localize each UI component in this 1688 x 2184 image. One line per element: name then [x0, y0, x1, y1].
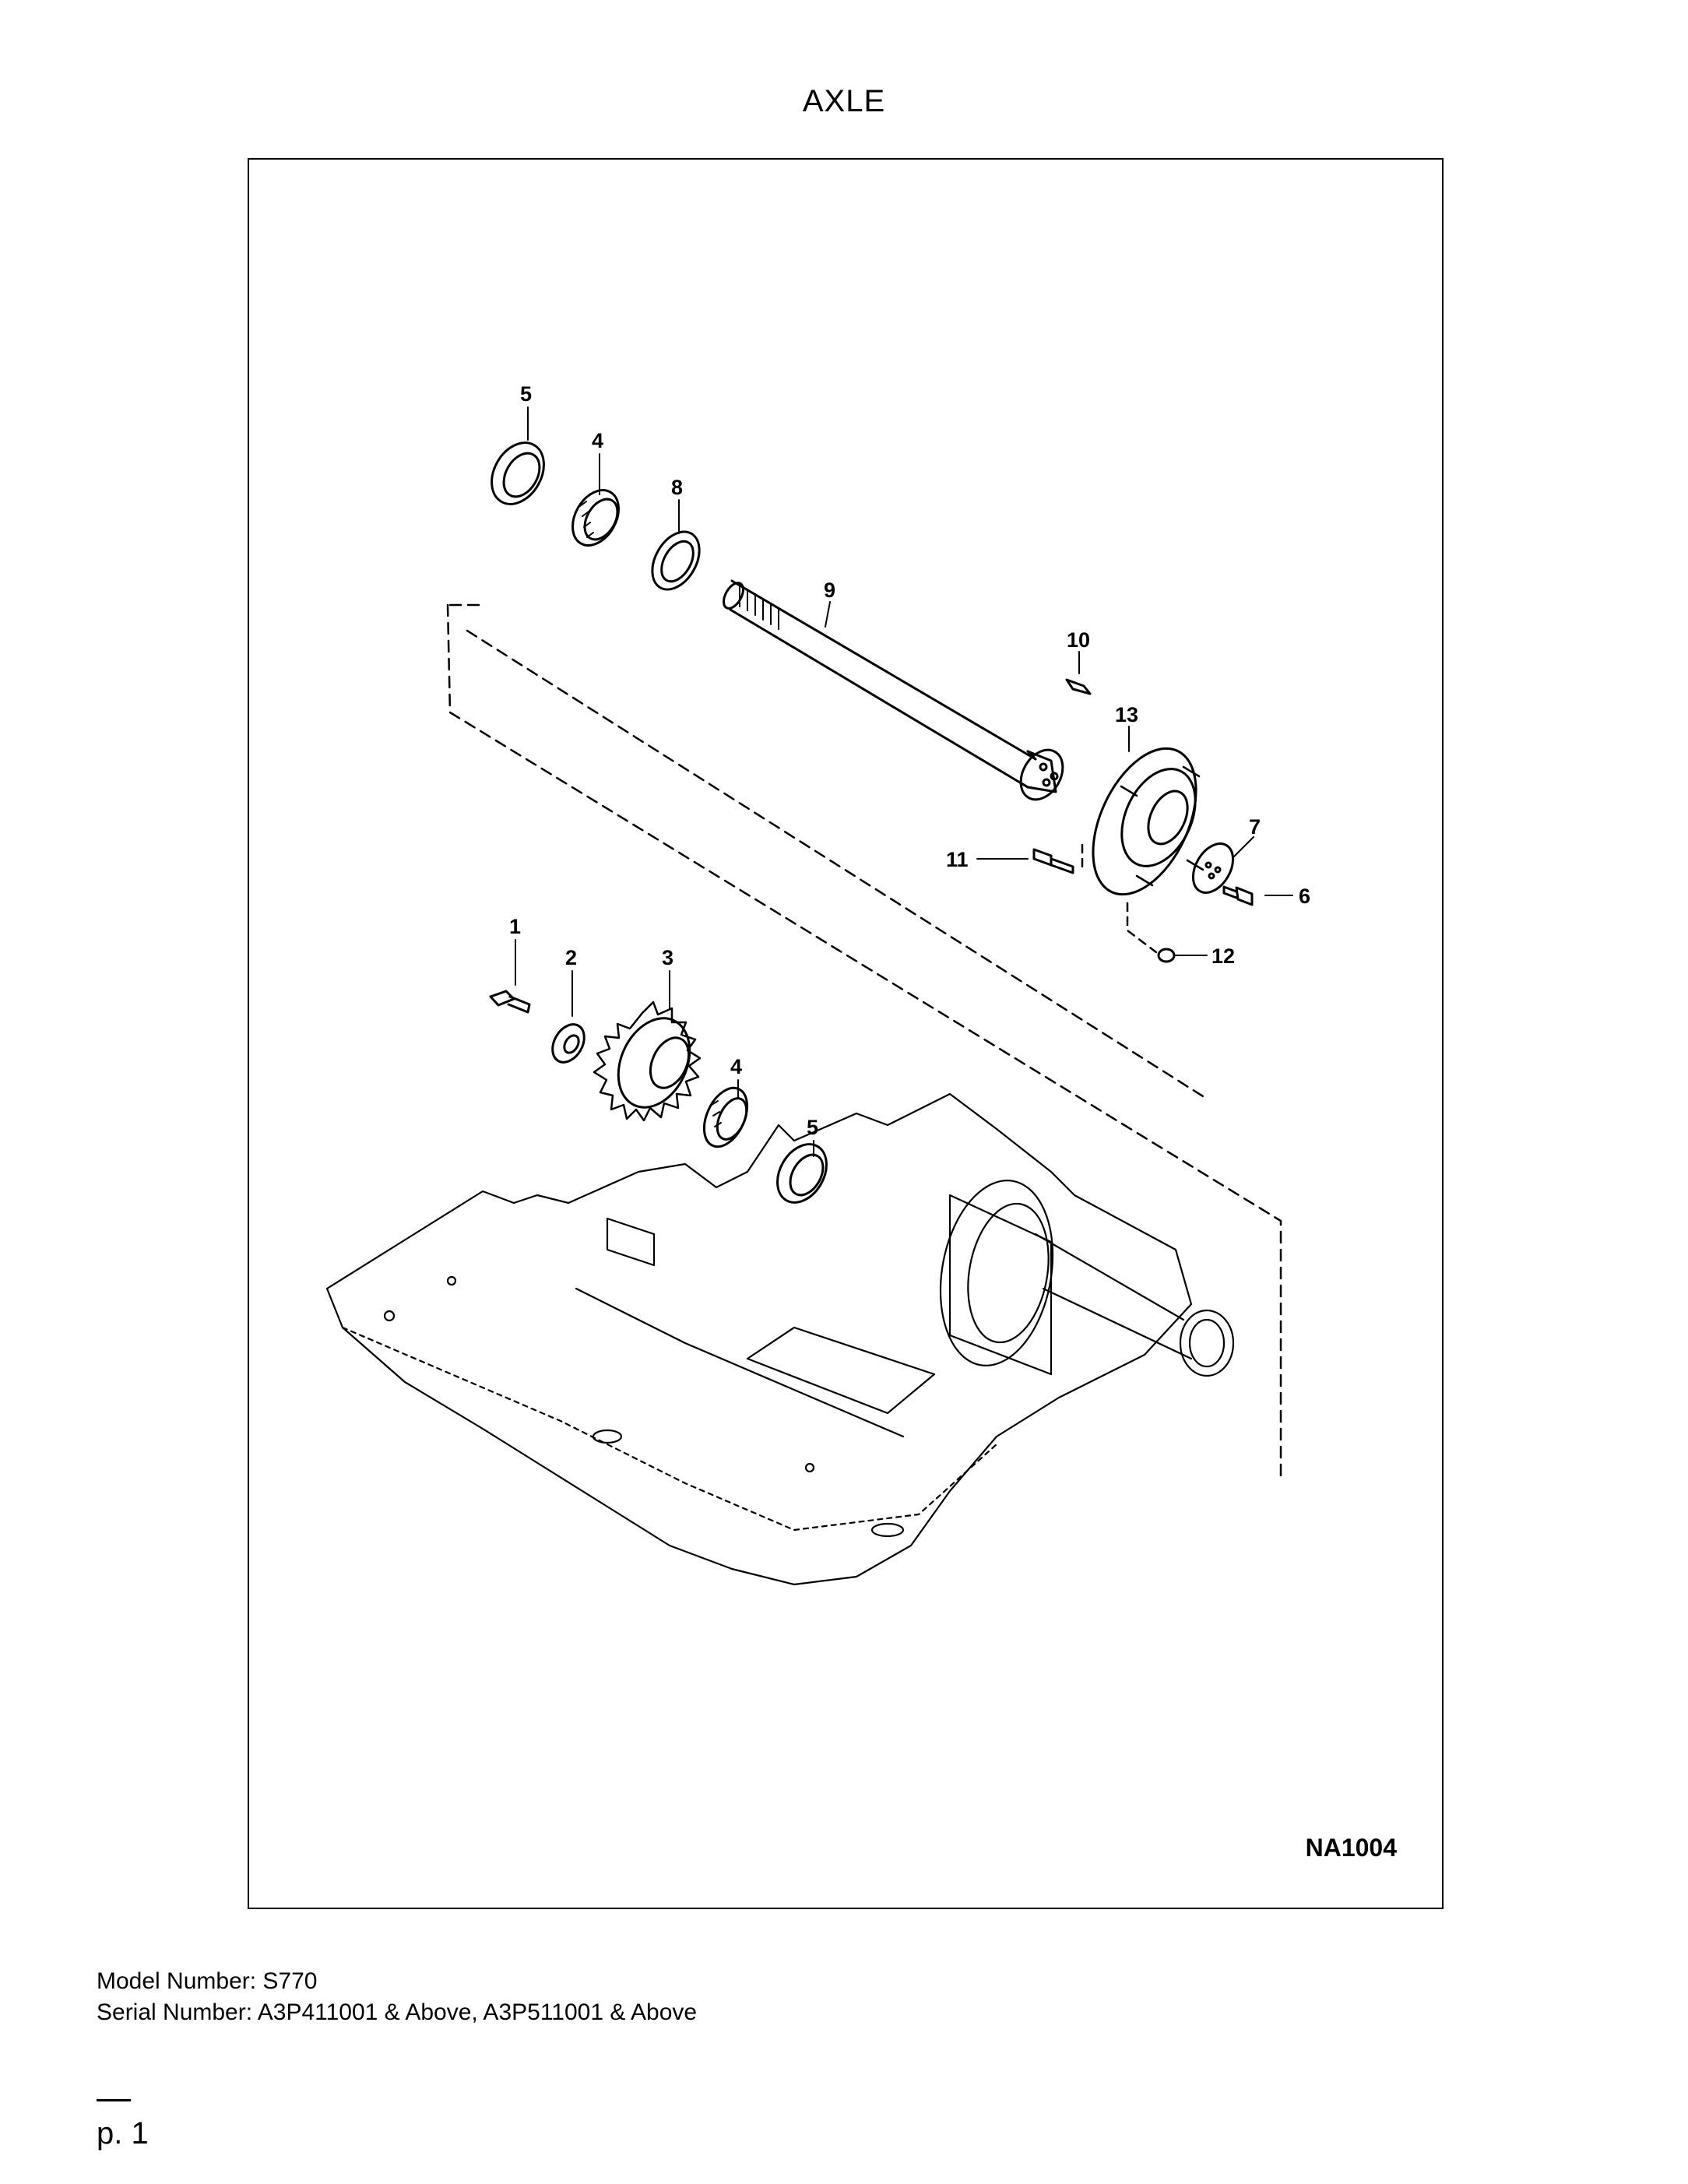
callout-6: 6	[1299, 885, 1310, 908]
nut-leader-dash	[1126, 902, 1158, 954]
figure-id: NA1004	[1305, 1834, 1397, 1862]
seal-upper	[651, 530, 701, 591]
page-title: AXLE	[802, 84, 886, 118]
callout-3: 3	[662, 946, 673, 969]
callout-8: 8	[671, 476, 683, 499]
axle-shaft	[723, 579, 1064, 801]
drive-sprocket	[593, 1001, 702, 1122]
callout-4-lower: 4	[730, 1055, 742, 1078]
callout-4-upper: 4	[592, 429, 603, 452]
bolt-11	[1032, 848, 1074, 874]
washer-2	[551, 1023, 586, 1064]
callout-leaders	[515, 406, 1293, 1157]
retainer-plate	[1191, 842, 1235, 894]
bearing-cup-upper	[491, 441, 545, 505]
page-number: p. 1	[97, 2116, 149, 2151]
nut-12	[1157, 948, 1176, 963]
callout-13: 13	[1115, 703, 1138, 726]
bearing-cone-lower	[702, 1086, 749, 1148]
callout-2: 2	[565, 946, 577, 969]
page-divider	[97, 2099, 131, 2101]
callout-7: 7	[1249, 815, 1261, 839]
bearing-cup-lower	[776, 1143, 828, 1204]
bolt-1	[489, 990, 531, 1014]
diagram-frame: 5 4 8 9 10 13 7 11 6 12 1 2 3 4 5 NA1004	[248, 158, 1444, 1909]
callout-12: 12	[1211, 944, 1235, 968]
model-number: Model Number: S770	[97, 1968, 318, 1994]
callout-5-upper: 5	[520, 382, 532, 406]
bolt-6	[1222, 885, 1254, 906]
assembly-dashed-line	[446, 603, 1282, 1482]
axle-exploded-diagram: 5 4 8 9 10 13 7 11 6 12 1 2 3 4 5	[325, 382, 1310, 1586]
callout-5-lower: 5	[807, 1116, 818, 1139]
callout-9: 9	[824, 579, 835, 602]
woodruff-key	[1065, 678, 1092, 695]
callout-1: 1	[509, 915, 521, 938]
chassis-frame	[325, 1092, 1235, 1586]
callout-11: 11	[946, 848, 969, 871]
serial-number: Serial Number: A3P411001 & Above, A3P511…	[97, 1999, 698, 2025]
bearing-cone-upper	[571, 489, 620, 547]
callout-10: 10	[1067, 628, 1090, 652]
